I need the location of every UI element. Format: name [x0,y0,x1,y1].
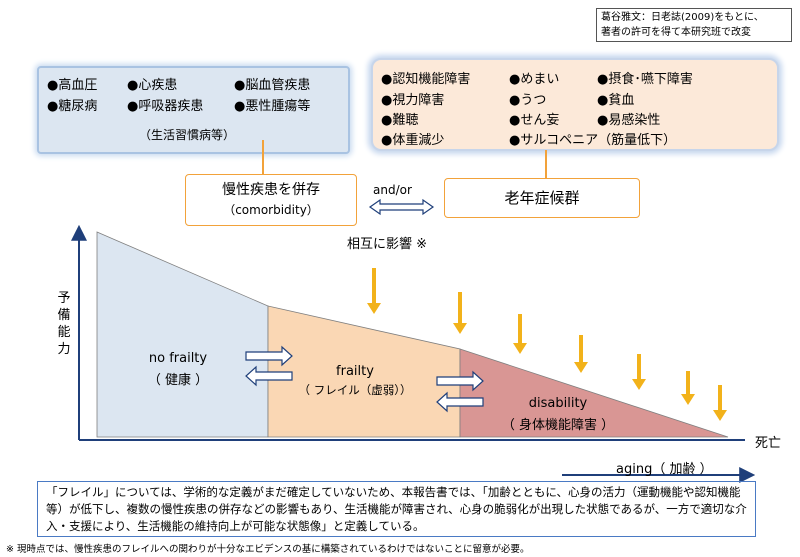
right-arrow-icon [245,345,293,367]
comorbidity-label: 慢性疾患を併存 [222,182,320,198]
symptom-item: ●摂食･嚥下障害 [597,72,693,87]
symptom-item: ●認知機能障害 [381,72,471,87]
down-arrow-icon [574,335,588,373]
down-arrow-icon [632,354,646,390]
disability-region [459,348,729,438]
disease-item: ●呼吸器疾患 [127,99,204,114]
symptom-item: ●めまい [509,72,560,87]
symptom-item: ●易感染性 [597,113,661,128]
lifestyle-diseases-box: ●高血圧 ●心疾患 ●脳血管疾患 ●糖尿病 ●呼吸器疾患 ●悪性腫瘍等 （生活習… [37,66,350,154]
definition-text: 「フレイル」については、学術的な定義がまだ確定していないため、本報告書では、「加… [46,485,747,533]
source-note-line2: 著者の許可を得て本研究班で改変 [601,27,751,38]
down-arrow-icon [713,385,727,421]
disease-item: ●悪性腫瘍等 [234,99,311,114]
geriatric-syndrome-label: 老年症候群 [504,189,580,207]
y-axis-label: 予 備 能 力 [57,291,71,357]
mutual-influence-label: 相互に影響 ※ [347,237,428,252]
lifestyle-caption: （生活習慣病等） [139,128,236,142]
symptom-item: ●うつ [509,93,547,108]
no-frailty-region [96,231,269,438]
down-arrow-icon [513,314,527,354]
disease-item: ●糖尿病 [47,99,98,114]
down-arrow-icon [681,371,695,405]
symptom-item: ●せん妄 [509,113,560,128]
comorbidity-box: 慢性疾患を併存 （comorbidity） [185,174,357,226]
footnote: ※ 現時点では、慢性疾患のフレイルへの関わりが十分なエビデンスの基に構築されてい… [6,544,530,555]
disability-label: disability （ 身体機能障害 ） [501,396,615,433]
death-label: 死亡 [755,436,782,451]
symptom-item: ●難聴 [381,113,419,128]
left-arrow-icon [245,365,293,387]
disease-item: ●高血圧 [47,78,98,93]
symptom-item: ●貧血 [597,93,635,108]
down-arrow-icon [367,268,381,314]
double-arrow-icon [368,198,435,216]
definition-box: 「フレイル」については、学術的な定義がまだ確定していないため、本報告書では、「加… [37,481,756,537]
and-or-label: and/or [373,183,412,197]
disease-item: ●脳血管疾患 [234,78,311,93]
comorbidity-sub: （comorbidity） [223,203,319,217]
symptom-item: ●体重減少 [381,133,445,148]
no-frailty-label: no frailty （ 健康 ） [147,351,209,388]
symptom-item: ●視力障害 [381,93,445,108]
symptom-item: ●サルコペニア（筋量低下） [509,133,677,148]
connector-line [262,140,264,174]
geriatric-syndrome-box: 老年症候群 [444,178,640,218]
frailty-label: frailty （ フレイル（虚弱）） [298,364,412,397]
source-note-line1: 葛谷雅文：日老誌(2009)をもとに、 [601,12,764,23]
source-note: 葛谷雅文：日老誌(2009)をもとに、 著者の許可を得て本研究班で改変 [596,8,792,42]
left-arrow-icon [436,391,484,413]
down-arrow-icon [453,292,467,334]
x-axis-label: aging（ 加齢 ） [616,462,713,477]
disease-item: ●心疾患 [127,78,178,93]
right-arrow-icon [436,370,484,392]
geriatric-symptoms-box: ●認知機能障害 ●めまい ●摂食･嚥下障害 ●視力障害 ●うつ ●貧血 ●難聴 … [371,58,779,151]
connector-line [545,150,547,178]
